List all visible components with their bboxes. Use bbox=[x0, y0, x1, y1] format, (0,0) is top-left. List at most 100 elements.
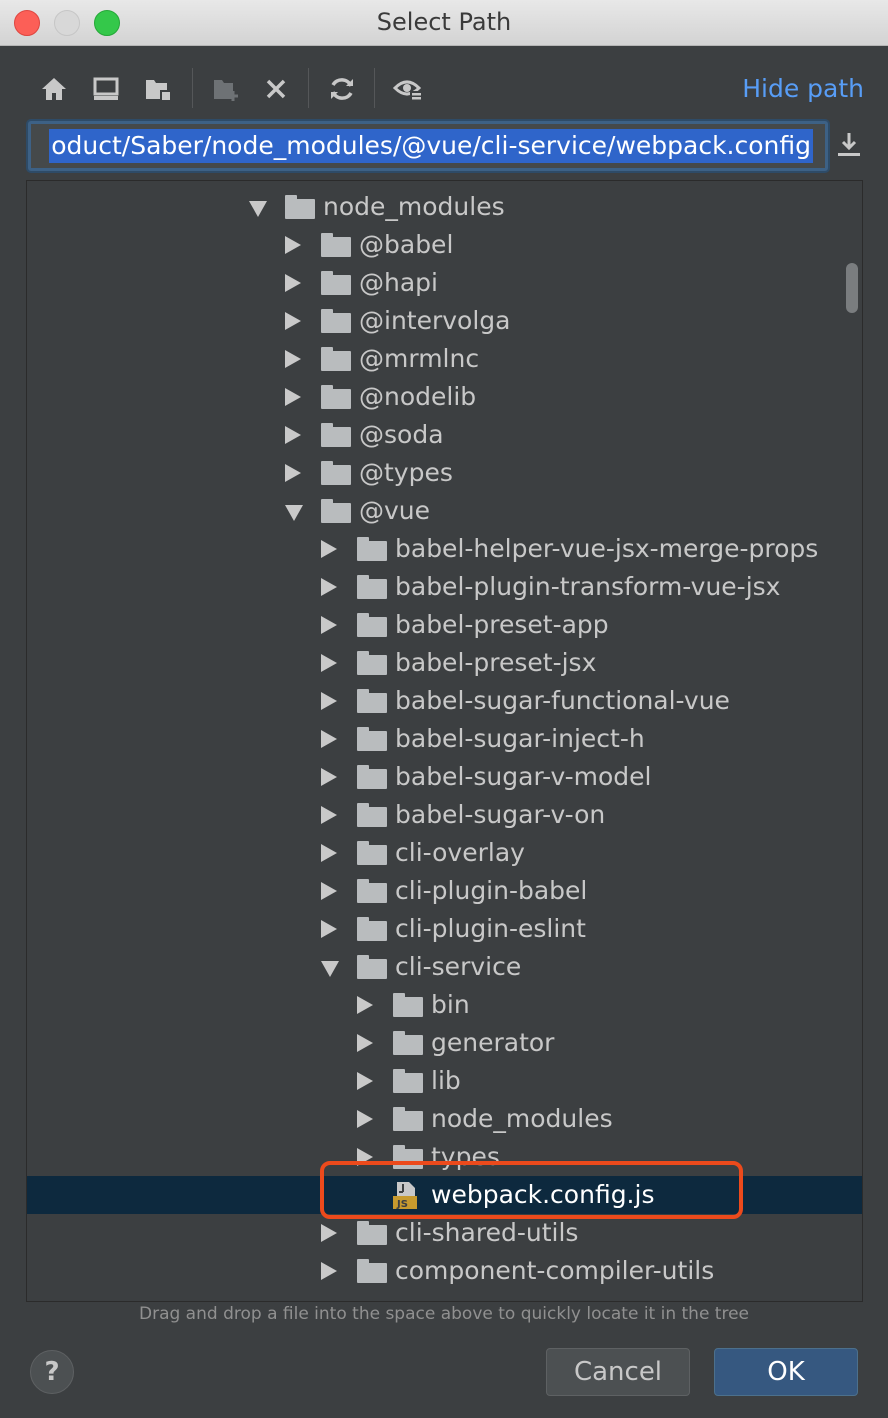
tree-folder-item[interactable]: @nodelib bbox=[27, 378, 862, 416]
minimize-window-button[interactable] bbox=[54, 10, 80, 36]
tree-folder-item[interactable]: babel-sugar-v-on bbox=[27, 796, 862, 834]
svg-text:JS: JS bbox=[396, 1199, 408, 1210]
expand-arrow-icon[interactable] bbox=[321, 654, 337, 672]
help-button[interactable]: ? bbox=[30, 1350, 74, 1394]
tree-folder-item[interactable]: @babel bbox=[27, 226, 862, 264]
tree-folder-item[interactable]: babel-sugar-functional-vue bbox=[27, 682, 862, 720]
folder-icon bbox=[393, 1031, 423, 1055]
expand-arrow-icon[interactable] bbox=[321, 1224, 337, 1242]
tree-item-label: babel-sugar-v-on bbox=[395, 800, 606, 829]
tree-item-label: cli-shared-utils bbox=[395, 1218, 579, 1247]
download-icon[interactable] bbox=[834, 130, 864, 160]
tree-item-label: node_modules bbox=[431, 1104, 613, 1133]
tree-folder-item[interactable]: node_modules bbox=[27, 188, 862, 226]
tree-folder-item[interactable]: node_modules bbox=[27, 1100, 862, 1138]
tree-folder-item[interactable]: cli-plugin-babel bbox=[27, 872, 862, 910]
ok-button[interactable]: OK bbox=[714, 1348, 858, 1396]
collapse-arrow-icon[interactable] bbox=[285, 505, 303, 521]
expand-arrow-icon[interactable] bbox=[285, 274, 301, 292]
expand-arrow-icon[interactable] bbox=[321, 882, 337, 900]
folder-icon bbox=[321, 385, 351, 409]
folder-icon bbox=[357, 1221, 387, 1245]
tree-folder-item[interactable]: generator bbox=[27, 1024, 862, 1062]
tree-folder-item[interactable]: @vue bbox=[27, 492, 862, 530]
folder-icon bbox=[321, 461, 351, 485]
tree-folder-item[interactable]: babel-helper-vue-jsx-merge-props bbox=[27, 530, 862, 568]
expand-arrow-icon[interactable] bbox=[321, 844, 337, 862]
maximize-window-button[interactable] bbox=[94, 10, 120, 36]
title-bar: Select Path bbox=[0, 0, 888, 46]
home-icon[interactable] bbox=[37, 72, 71, 106]
tree-item-label: component-compiler-utils bbox=[395, 1256, 715, 1285]
expand-arrow-icon[interactable] bbox=[357, 996, 373, 1014]
expand-arrow-icon[interactable] bbox=[285, 426, 301, 444]
expand-arrow-icon[interactable] bbox=[285, 236, 301, 254]
tree-folder-item[interactable]: @intervolga bbox=[27, 302, 862, 340]
expand-arrow-icon[interactable] bbox=[321, 806, 337, 824]
folder-icon bbox=[357, 537, 387, 561]
expand-arrow-icon[interactable] bbox=[321, 1262, 337, 1280]
refresh-icon[interactable] bbox=[325, 72, 359, 106]
tree-folder-item[interactable]: babel-sugar-v-model bbox=[27, 758, 862, 796]
desktop-icon[interactable] bbox=[89, 72, 123, 106]
tree-folder-item[interactable]: cli-plugin-eslint bbox=[27, 910, 862, 948]
expand-arrow-icon[interactable] bbox=[321, 692, 337, 710]
expand-arrow-icon[interactable] bbox=[357, 1034, 373, 1052]
file-tree[interactable]: node_modules@babel@hapi@intervolga@mrmln… bbox=[26, 180, 863, 1302]
expand-arrow-icon[interactable] bbox=[285, 464, 301, 482]
tree-folder-item[interactable]: lib bbox=[27, 1062, 862, 1100]
tree-folder-item[interactable]: bin bbox=[27, 986, 862, 1024]
new-folder-icon[interactable] bbox=[209, 72, 243, 106]
tree-item-label: babel-sugar-inject-h bbox=[395, 724, 645, 753]
delete-icon[interactable] bbox=[259, 72, 293, 106]
tree-item-label: webpack.config.js bbox=[431, 1180, 655, 1209]
expand-arrow-icon[interactable] bbox=[321, 616, 337, 634]
project-icon[interactable] bbox=[141, 72, 175, 106]
tree-folder-item[interactable]: @hapi bbox=[27, 264, 862, 302]
folder-icon bbox=[321, 233, 351, 257]
tree-item-label: bin bbox=[431, 990, 470, 1019]
folder-icon bbox=[321, 309, 351, 333]
tree-folder-item[interactable]: babel-preset-app bbox=[27, 606, 862, 644]
tree-folder-item[interactable]: cli-shared-utils bbox=[27, 1214, 862, 1252]
tree-folder-item[interactable]: cli-overlay bbox=[27, 834, 862, 872]
tree-item-label: @mrmlnc bbox=[359, 344, 480, 373]
folder-icon bbox=[357, 727, 387, 751]
tree-folder-item[interactable]: cli-service bbox=[27, 948, 862, 986]
show-hidden-icon[interactable] bbox=[391, 72, 425, 106]
path-input[interactable]: oduct/Saber/node_modules/@vue/cli-servic… bbox=[28, 121, 828, 171]
tree-folder-item[interactable]: babel-plugin-transform-vue-jsx bbox=[27, 568, 862, 606]
scrollbar-thumb[interactable] bbox=[846, 263, 858, 313]
expand-arrow-icon[interactable] bbox=[357, 1072, 373, 1090]
expand-arrow-icon[interactable] bbox=[285, 312, 301, 330]
folder-icon bbox=[393, 993, 423, 1017]
expand-arrow-icon[interactable] bbox=[321, 730, 337, 748]
tree-item-label: @nodelib bbox=[359, 382, 477, 411]
collapse-arrow-icon[interactable] bbox=[249, 201, 267, 217]
tree-file-item[interactable]: JS webpack.config.js bbox=[27, 1176, 862, 1214]
tree-folder-item[interactable]: @soda bbox=[27, 416, 862, 454]
tree-folder-item[interactable]: component-compiler-utils bbox=[27, 1252, 862, 1290]
expand-arrow-icon[interactable] bbox=[321, 768, 337, 786]
expand-arrow-icon[interactable] bbox=[285, 388, 301, 406]
expand-arrow-icon[interactable] bbox=[321, 578, 337, 596]
expand-arrow-icon[interactable] bbox=[285, 350, 301, 368]
collapse-arrow-icon[interactable] bbox=[321, 961, 339, 977]
tree-item-label: @types bbox=[359, 458, 453, 487]
hide-path-link[interactable]: Hide path bbox=[742, 74, 864, 103]
tree-folder-item[interactable]: babel-sugar-inject-h bbox=[27, 720, 862, 758]
close-window-button[interactable] bbox=[14, 10, 40, 36]
expand-arrow-icon[interactable] bbox=[321, 540, 337, 558]
path-input-value: oduct/Saber/node_modules/@vue/cli-servic… bbox=[49, 129, 813, 163]
toolbar: Hide path bbox=[0, 60, 888, 118]
folder-icon bbox=[357, 613, 387, 637]
folder-icon bbox=[357, 689, 387, 713]
tree-folder-item[interactable]: babel-preset-jsx bbox=[27, 644, 862, 682]
tree-folder-item[interactable]: @types bbox=[27, 454, 862, 492]
cancel-button[interactable]: Cancel bbox=[546, 1348, 690, 1396]
expand-arrow-icon[interactable] bbox=[357, 1110, 373, 1128]
folder-icon bbox=[393, 1069, 423, 1093]
tree-item-label: cli-plugin-babel bbox=[395, 876, 588, 905]
tree-folder-item[interactable]: @mrmlnc bbox=[27, 340, 862, 378]
expand-arrow-icon[interactable] bbox=[321, 920, 337, 938]
